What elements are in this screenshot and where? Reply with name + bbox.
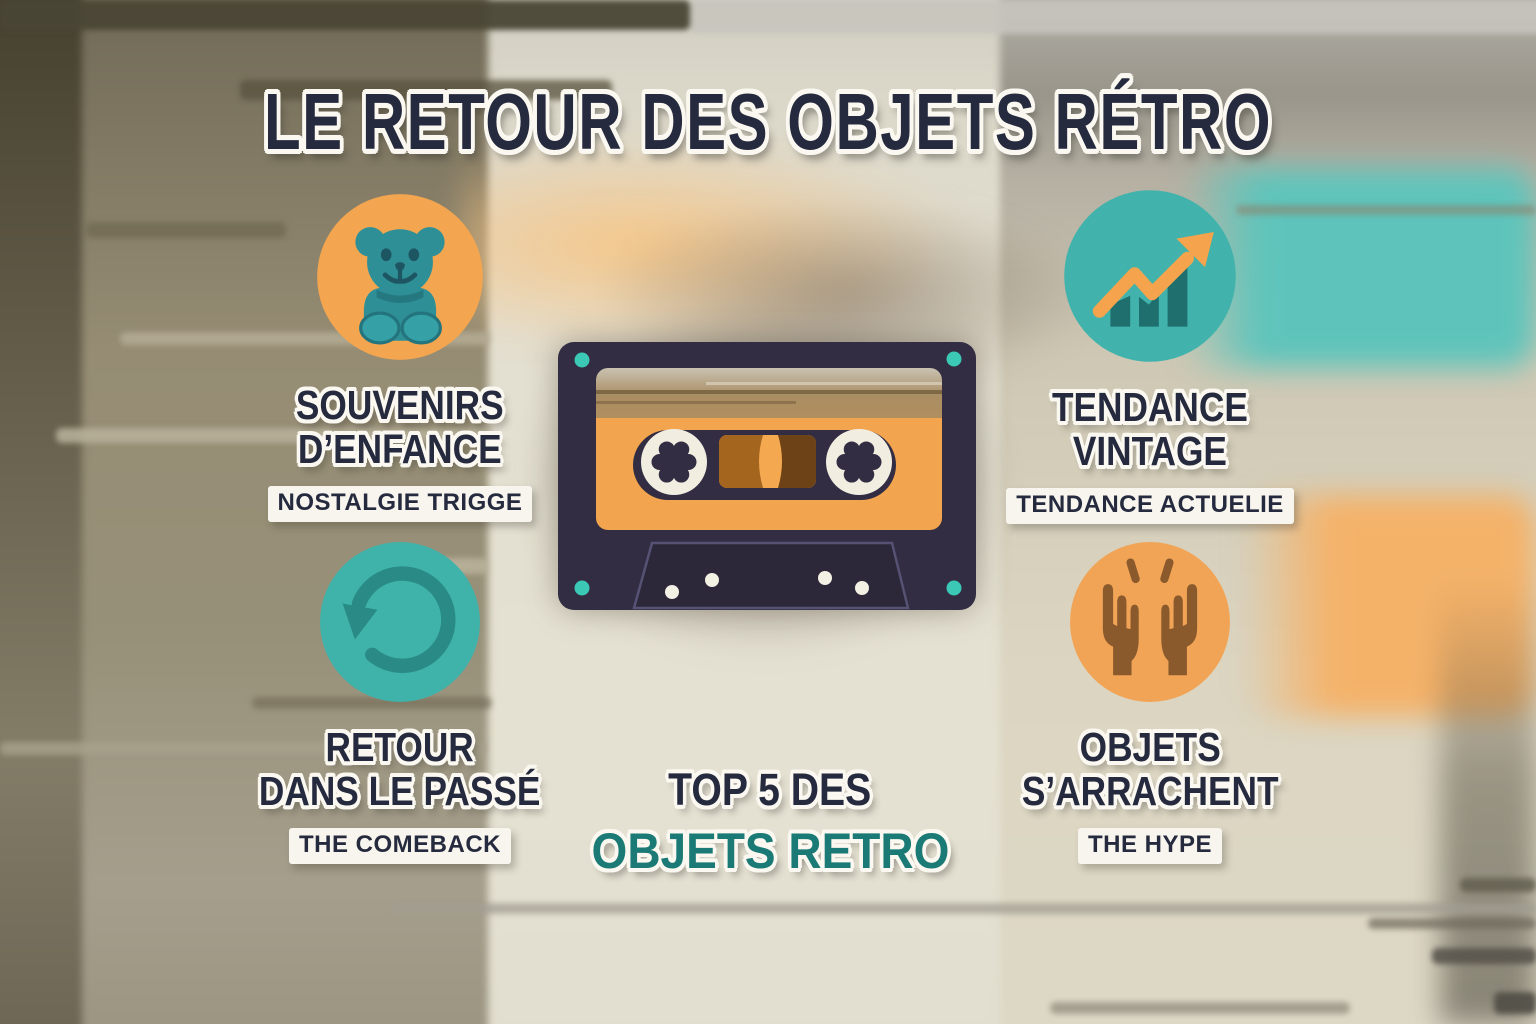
cassette-bottom-plate xyxy=(632,541,910,610)
cassette-left-reel xyxy=(641,429,707,495)
background-streak xyxy=(0,742,486,755)
feature-subtitle: TENDANCE ACTUELIE xyxy=(1006,487,1294,524)
feature-retour: RETOUR DANS LE PASSÉ THE COMEBACK xyxy=(180,540,620,864)
feature-title: SOUVENIRS D’ENFANCE xyxy=(279,382,521,472)
background-streak xyxy=(252,697,492,709)
footer-callout: TOP 5 DES OBJETS RETRO xyxy=(468,764,1072,880)
background-streak xyxy=(1368,918,1536,929)
feature-subtitle: NOSTALGIE TRIGGE xyxy=(267,485,533,522)
raised-hands-icon xyxy=(1070,542,1230,702)
rotate-ccw-icon xyxy=(320,542,480,702)
background-streak xyxy=(1236,205,1536,215)
footer-kicker-text: TOP 5 DES xyxy=(668,764,872,815)
feature-title-line1: OBJETS xyxy=(1079,724,1221,770)
feature-subtitle: THE COMEBACK xyxy=(289,827,511,864)
feature-title-line1: SOUVENIRS xyxy=(296,382,504,428)
background-streak xyxy=(690,0,1536,34)
footer-title-text: OBJETS RETRO xyxy=(591,823,949,879)
feature-title-line2: D’ENFANCE xyxy=(298,425,502,472)
background-streak xyxy=(86,222,286,238)
cassette-bottom-holes xyxy=(665,571,869,599)
feature-title: RETOUR DANS LE PASSÉ xyxy=(236,724,563,814)
feature-title-line2: S’ARRACHENT xyxy=(1021,767,1279,814)
background-left-column xyxy=(0,0,82,1024)
feature-subtitle: THE HYPE xyxy=(1077,827,1223,864)
background-streak xyxy=(1050,1002,1350,1014)
background-streak xyxy=(56,428,492,443)
feature-title-line2: VINTAGE xyxy=(1072,427,1228,474)
teddy-bear-icon xyxy=(317,194,483,360)
footer-title: OBJETS RETRO xyxy=(468,822,1072,880)
feature-title-line2: DANS LE PASSÉ xyxy=(259,767,541,814)
cassette-right-reel xyxy=(826,429,892,495)
background-streak xyxy=(1432,948,1536,964)
cassette-tape-illustration xyxy=(558,342,976,610)
page-title-text: LE RETOUR DES OBJETS RÉTRO xyxy=(263,77,1273,166)
background-teal-band xyxy=(1180,168,1536,368)
background-streak xyxy=(240,80,612,100)
cassette-tape-window xyxy=(719,435,816,488)
feature-tendance: TENDANCE VINTAGE TENDANCE ACTUELIE xyxy=(930,188,1370,524)
footer-kicker: TOP 5 DES xyxy=(468,764,1072,816)
page-title: LE RETOUR DES OBJETS RÉTRO xyxy=(0,80,1536,164)
feature-title: TENDANCE VINTAGE xyxy=(1036,384,1264,474)
feature-souvenirs: SOUVENIRS D’ENFANCE NOSTALGIE TRIGGE xyxy=(180,192,620,522)
feature-objets: OBJETS S’ARRACHENT THE HYPE xyxy=(930,540,1370,864)
feature-title: OBJETS S’ARRACHENT xyxy=(1001,724,1299,814)
background-streak xyxy=(1460,878,1536,892)
background-streak xyxy=(1494,992,1536,1014)
feature-title-line1: RETOUR xyxy=(325,724,475,770)
feature-title-line1: TENDANCE xyxy=(1052,384,1248,430)
background-streak xyxy=(390,903,1536,914)
trend-chart-icon xyxy=(1064,190,1236,362)
cassette-screws xyxy=(574,351,962,596)
background-streak xyxy=(0,0,690,30)
